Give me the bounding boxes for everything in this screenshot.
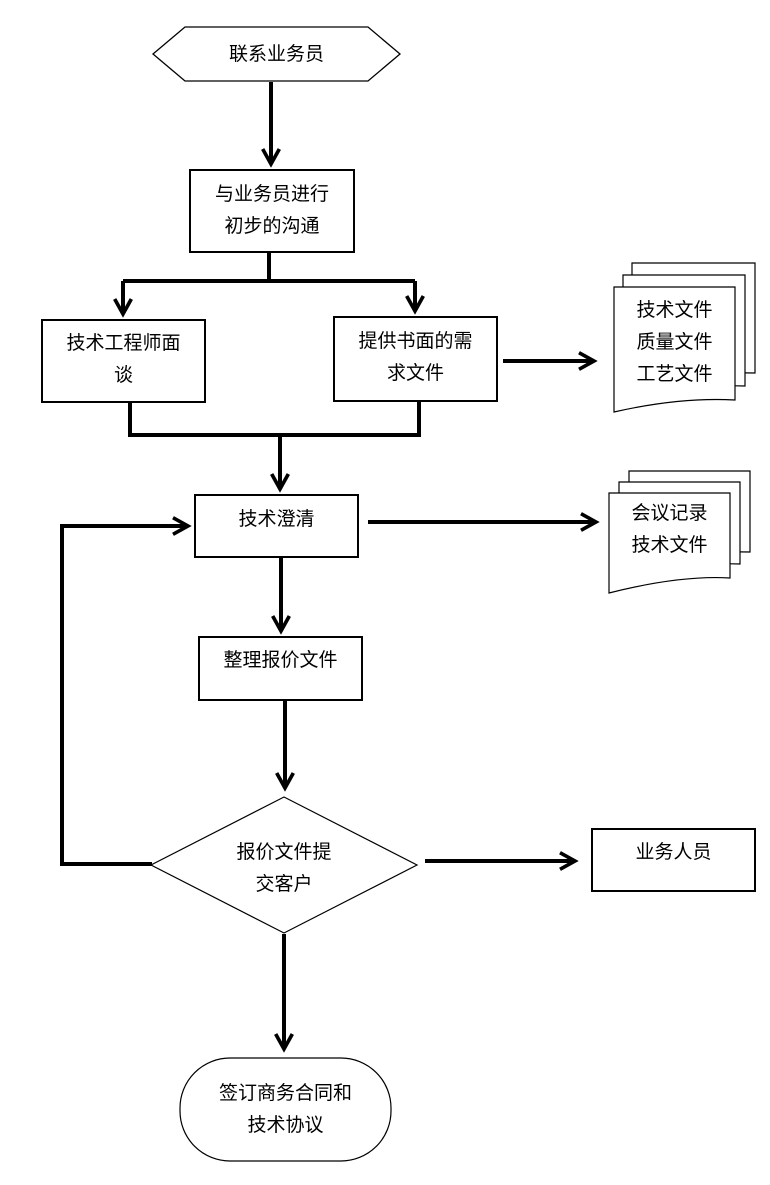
quote-prep-label: 整理报价文件 (223, 649, 338, 671)
quote-prep-box (198, 636, 363, 701)
sales-box (591, 828, 756, 892)
communicate-label: 与业务员进行 初步的沟通 (214, 183, 329, 237)
engineer-talk-box (41, 319, 206, 403)
multi-document-icon (608, 470, 751, 594)
clarify-box (194, 494, 359, 558)
merge-line (128, 401, 421, 437)
connectors (60, 82, 596, 1049)
end-terminator (179, 1057, 392, 1162)
docs1-label: 技术文件 质量文件 工艺文件 (636, 299, 713, 385)
multi-document-icon (613, 262, 756, 413)
written-req-label: 提供书面的需 求文件 (358, 330, 473, 384)
feedback-loop-arrow (60, 526, 188, 866)
communicate-box (189, 169, 355, 253)
docs2-label: 会议记录 技术文件 (631, 502, 708, 556)
written-req-box (333, 316, 498, 402)
end-label: 签订商务合同和 技术协议 (218, 1082, 352, 1136)
submit-label: 报价文件提 交客户 (236, 841, 332, 895)
start-label: 联系业务员 (228, 43, 324, 65)
engineer-talk-label: 技术工程师面 谈 (66, 332, 181, 386)
sales-label: 业务人员 (635, 841, 712, 863)
clarify-label: 技术澄清 (238, 508, 315, 530)
submit-decision-diamond (149, 796, 419, 934)
start-hexagon (151, 26, 402, 82)
